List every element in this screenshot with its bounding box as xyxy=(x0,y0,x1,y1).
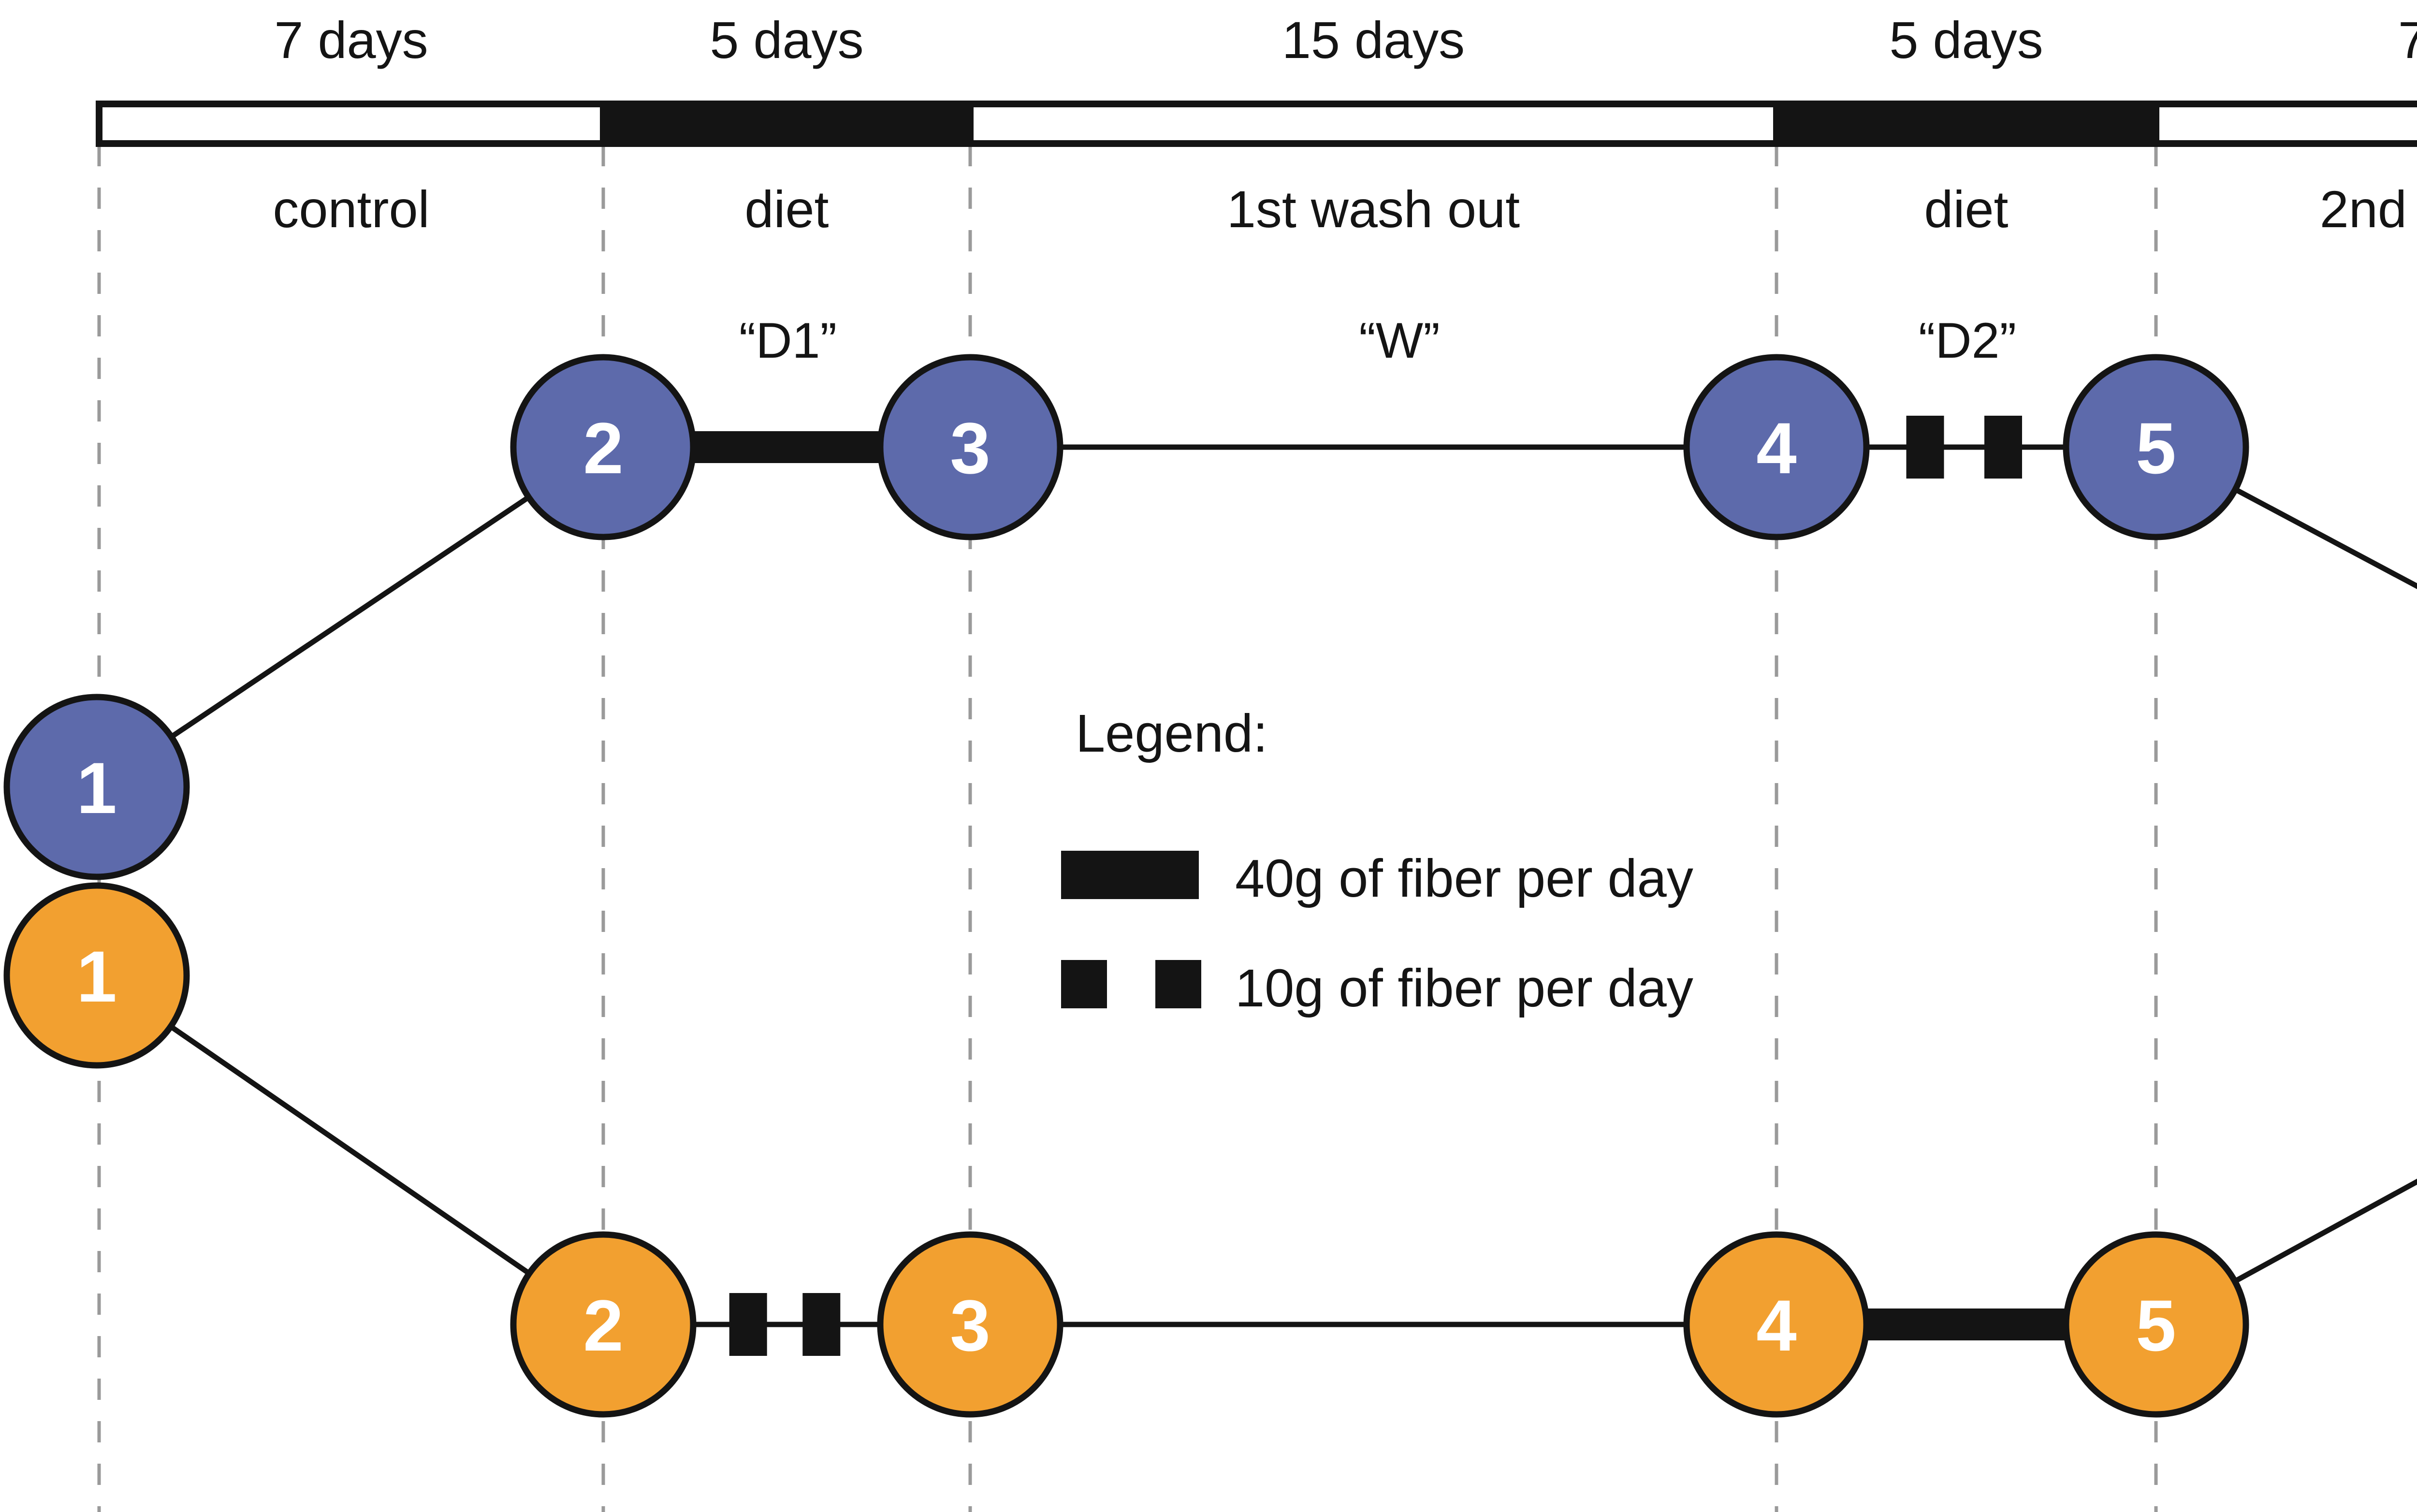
period-name-control: control xyxy=(273,180,429,238)
node-label-arm-b-3: 3 xyxy=(950,1285,990,1366)
period-duration-labels: 7 days 5 days 15 days 5 days 7 days xyxy=(274,11,2417,69)
period-name-labels: control diet 1st wash out diet 2nd wash out xyxy=(273,180,2417,238)
edge-label-d2: “D2” xyxy=(1919,313,2016,369)
timeline-segment-washout1 xyxy=(967,101,1780,147)
edge-arm-a-1-2 xyxy=(167,493,533,741)
node-arm-b-5[interactable]: 5 xyxy=(2063,1231,2249,1418)
timeline-segment-diet1 xyxy=(600,101,974,147)
legend-title: Legend: xyxy=(1076,704,1268,763)
period-duration-control: 7 days xyxy=(274,11,428,69)
node-arm-a-5[interactable]: 5 xyxy=(2063,354,2249,540)
period-name-washout1: 1st wash out xyxy=(1227,180,1520,238)
node-arm-b-3[interactable]: 3 xyxy=(877,1231,1063,1418)
legend: Legend: 40g of fiber per day 10g of fiber … xyxy=(1061,704,1693,1018)
node-circle-arm-a-5[interactable] xyxy=(2063,354,2249,540)
edge-arm-a-4-5-10g-block-1 xyxy=(1984,416,2022,479)
arm-edges xyxy=(167,416,2417,1356)
node-label-arm-a-1: 1 xyxy=(76,747,116,829)
node-arm-b-2[interactable]: 2 xyxy=(510,1231,697,1418)
legend-marker-solid xyxy=(1061,851,1199,899)
node-arm-a-1[interactable]: 1 xyxy=(3,694,190,880)
node-arm-a-4[interactable]: 4 xyxy=(1683,354,1870,540)
legend-marker-dash-2 xyxy=(1155,960,1201,1008)
node-label-arm-b-4: 4 xyxy=(1756,1285,1796,1366)
timeline-bar xyxy=(96,101,2417,147)
timeline-segment-diet2 xyxy=(1773,101,2159,147)
period-duration-washout2: 7 days xyxy=(2398,11,2417,69)
timeline-segment-control xyxy=(96,101,607,147)
period-name-washout2: 2nd wash out xyxy=(2320,180,2417,238)
period-duration-washout1: 15 days xyxy=(1282,11,1465,69)
node-label-arm-a-5: 5 xyxy=(2136,407,2176,489)
edge-arm-a-4-5-10g-block-0 xyxy=(1906,416,1944,479)
timeline-segment-washout2 xyxy=(2153,101,2417,147)
node-circle-arm-a-3[interactable] xyxy=(877,354,1063,540)
period-duration-diet1: 5 days xyxy=(710,11,863,69)
node-circle-arm-a-2[interactable] xyxy=(510,354,697,540)
node-label-arm-b-5: 5 xyxy=(2136,1285,2176,1366)
period-name-diet2: diet xyxy=(1924,180,2008,238)
legend-marker-dash-1 xyxy=(1061,960,1107,1008)
node-circle-arm-b-2[interactable] xyxy=(510,1231,697,1418)
node-label-arm-b-1: 1 xyxy=(76,936,116,1017)
node-arm-b-4[interactable]: 4 xyxy=(1683,1231,1870,1418)
edge-arm-b-2-3-10g-block-1 xyxy=(802,1293,841,1356)
node-label-arm-a-4: 4 xyxy=(1756,407,1796,489)
node-circle-arm-a-1[interactable] xyxy=(3,694,190,880)
node-circle-arm-b-4[interactable] xyxy=(1683,1231,1870,1418)
legend-40g-label: 40g of fiber per day xyxy=(1235,849,1693,908)
node-circle-arm-b-3[interactable] xyxy=(877,1231,1063,1418)
node-circle-arm-b-5[interactable] xyxy=(2063,1231,2249,1418)
period-name-diet1: diet xyxy=(744,180,829,238)
node-label-arm-a-3: 3 xyxy=(950,407,990,489)
edge-arm-b-2-3-10g-block-0 xyxy=(729,1293,767,1356)
node-arm-b-1[interactable]: 1 xyxy=(3,882,190,1069)
edge-label-w: “W” xyxy=(1359,313,1440,369)
node-circle-arm-a-4[interactable] xyxy=(1683,354,1870,540)
edge-label-d1: “D1” xyxy=(739,313,837,369)
edge-arm-b-1-2 xyxy=(167,1022,533,1278)
node-circle-arm-b-1[interactable] xyxy=(3,882,190,1069)
node-arm-a-3[interactable]: 3 xyxy=(877,354,1063,540)
period-duration-diet2: 5 days xyxy=(1889,11,2043,69)
node-arm-a-2[interactable]: 2 xyxy=(510,354,697,540)
edge-arm-b-5-6 xyxy=(2231,1178,2417,1285)
node-label-arm-a-2: 2 xyxy=(583,407,623,489)
node-label-arm-b-2: 2 xyxy=(583,1285,623,1366)
arm-nodes: 123456123456 xyxy=(3,354,2249,1418)
legend-10g-label: 10g of fiber per day xyxy=(1235,959,1693,1018)
edge-labels: “D1” “W” “D2” xyxy=(739,313,2016,369)
edge-arm-a-5-6 xyxy=(2231,485,2417,589)
